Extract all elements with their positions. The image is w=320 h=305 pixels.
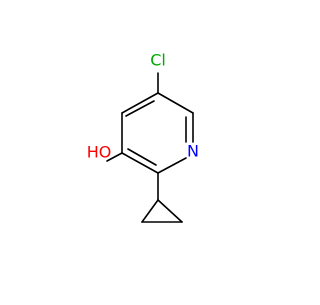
bond-c5-c4 [121, 92, 159, 114]
nitrogen-label: N [187, 142, 199, 161]
bond-c5-c4-inner [125, 100, 155, 117]
bond-c2-n [157, 157, 187, 174]
bond-cyclopropyl-1 [141, 199, 159, 223]
chlorine-label: Cl [150, 51, 166, 70]
bonds [106, 72, 194, 223]
bond-c3-c2 [121, 152, 159, 174]
hydroxyl-label: HO [87, 143, 112, 162]
molecule-canvas: Cl N HO [87, 51, 199, 223]
bond-c3-c2-inner [127, 148, 157, 166]
bond-c6-c5 [157, 92, 194, 114]
atom-labels: Cl N HO [87, 51, 199, 162]
bond-cyclopropyl-3 [157, 199, 183, 223]
molecule-structure: Cl N HO [87, 51, 199, 223]
bond-c3-o [106, 152, 123, 162]
